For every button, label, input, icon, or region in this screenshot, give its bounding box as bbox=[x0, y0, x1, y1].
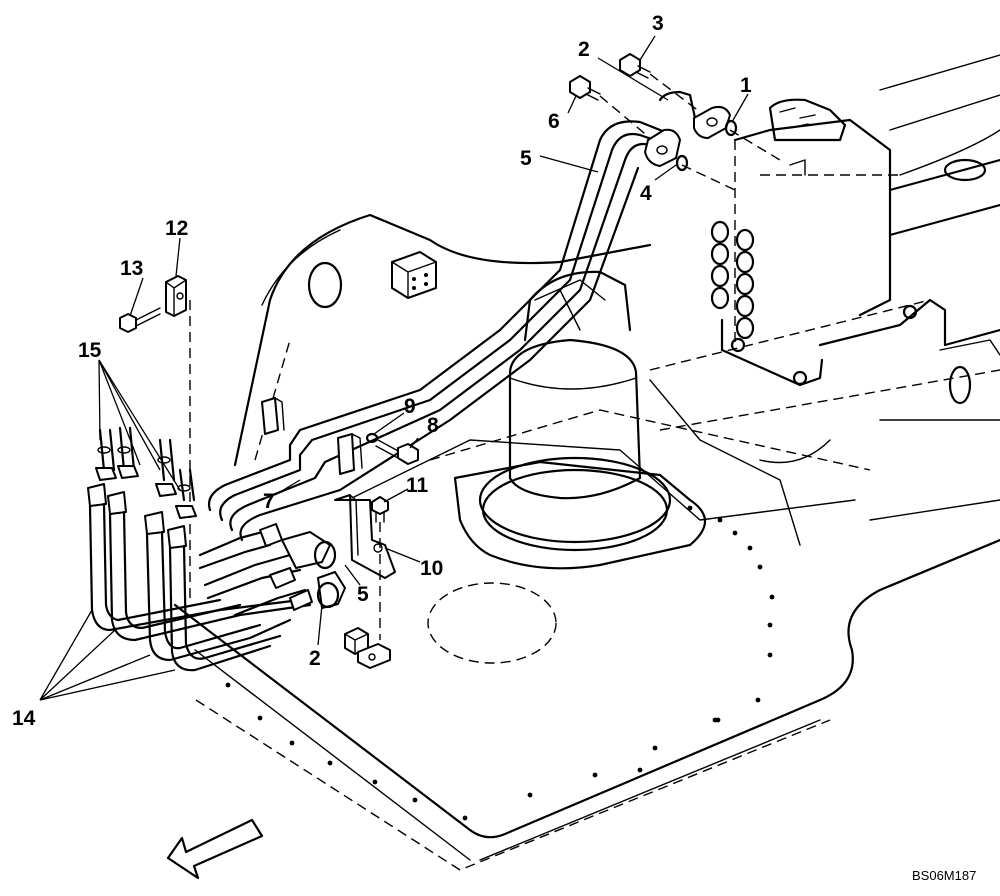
callout-12: 12 bbox=[165, 217, 188, 240]
forward-direction-arrow-icon bbox=[166, 818, 264, 880]
plate-hole-dashed bbox=[427, 582, 557, 664]
washer-9 bbox=[365, 432, 379, 444]
callout-11: 11 bbox=[406, 474, 429, 497]
callout-4: 4 bbox=[640, 182, 652, 205]
callout-5-top: 5 bbox=[520, 147, 532, 170]
pipe-assembly-main bbox=[207, 90, 702, 542]
callout-2-bottom: 2 bbox=[309, 647, 321, 670]
clamp-upper bbox=[261, 397, 285, 435]
pipe-flange-upper bbox=[693, 105, 731, 139]
bolt-13 bbox=[119, 307, 161, 333]
bolt-3 bbox=[619, 53, 651, 79]
mounting-block bbox=[391, 251, 437, 299]
clamp-middle bbox=[337, 433, 363, 475]
assembly-line-bolts bbox=[599, 73, 781, 191]
valve-coils bbox=[710, 220, 755, 340]
callout-13: 13 bbox=[120, 257, 143, 280]
callout-5-bottom: 5 bbox=[357, 583, 369, 606]
swing-motor bbox=[453, 270, 706, 570]
leader-lines bbox=[39, 35, 749, 701]
plate-rivets bbox=[225, 505, 775, 821]
hose-end-fittings bbox=[259, 523, 346, 611]
bolt-6 bbox=[569, 75, 601, 101]
o-ring-1 bbox=[724, 119, 738, 137]
boom-foot-bracket bbox=[233, 213, 652, 467]
callout-15: 15 bbox=[78, 339, 102, 362]
callout-6: 6 bbox=[548, 110, 560, 133]
bolt-11 bbox=[371, 496, 389, 523]
control-valve bbox=[710, 54, 1000, 405]
callout-10: 10 bbox=[420, 557, 443, 580]
callout-7: 7 bbox=[263, 490, 275, 513]
callout-8: 8 bbox=[427, 414, 439, 437]
hose-fittings bbox=[95, 426, 197, 519]
base-frame-plate bbox=[173, 409, 1000, 871]
reference-code: BS06M187 bbox=[912, 868, 976, 883]
frame-member-right bbox=[649, 299, 1000, 546]
callout-14: 14 bbox=[12, 707, 36, 730]
clamp-12 bbox=[165, 275, 187, 317]
callout-1: 1 bbox=[740, 74, 752, 97]
callout-2-top: 2 bbox=[578, 38, 590, 61]
pipe-flange-lower bbox=[644, 128, 681, 167]
callout-9: 9 bbox=[404, 395, 416, 418]
callout-3: 3 bbox=[652, 12, 664, 35]
bolt-8 bbox=[375, 439, 419, 465]
o-ring-4 bbox=[675, 154, 689, 172]
clamp-plate-lower bbox=[357, 643, 391, 669]
